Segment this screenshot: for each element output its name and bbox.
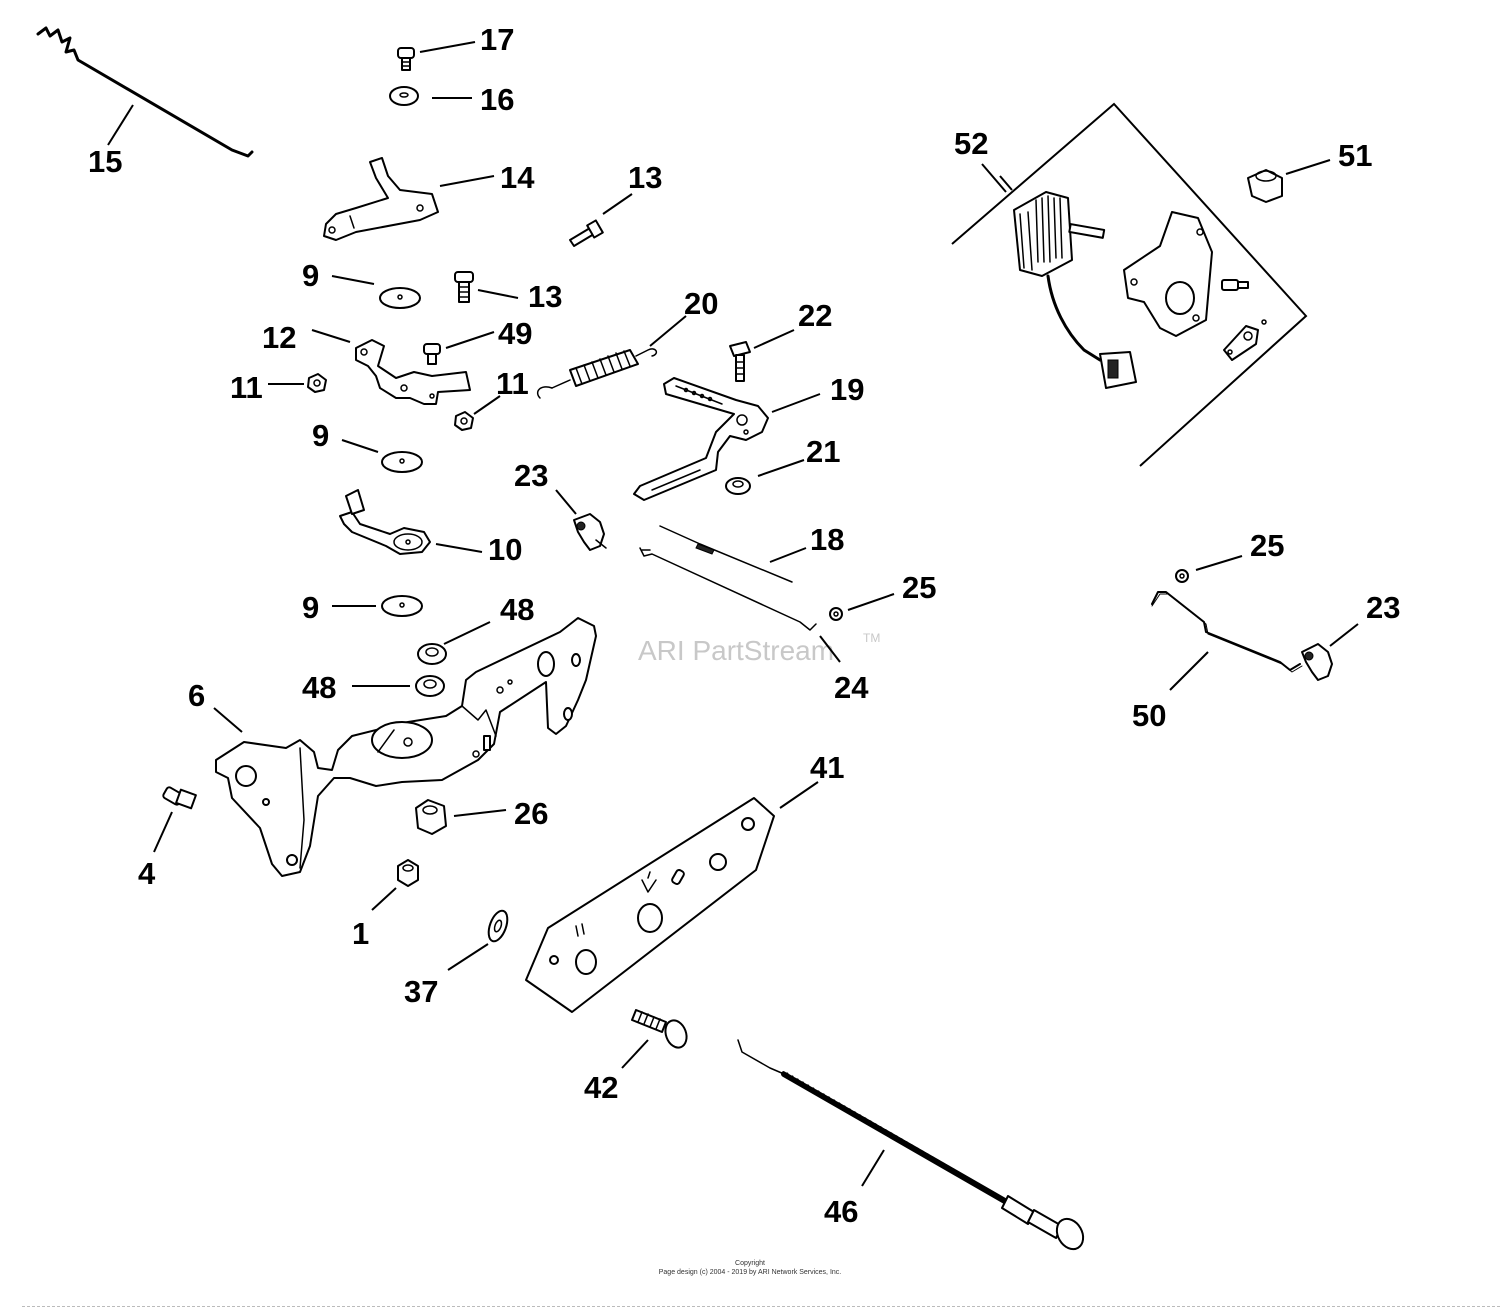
- callout-12: 12: [262, 320, 296, 355]
- callout-26: 26: [514, 796, 548, 831]
- part-49-screw: [423, 343, 441, 365]
- watermark-text: ARI PartStream: [638, 635, 834, 666]
- callout-16: 16: [480, 82, 514, 117]
- callout-23a: 23: [514, 458, 548, 493]
- callout-13a: 13: [628, 160, 662, 195]
- part-50-link-rod: [1151, 591, 1303, 673]
- part-11-nut-a: [307, 373, 327, 393]
- part-42-screw: [631, 1009, 688, 1049]
- callout-52: 52: [954, 126, 988, 161]
- callout-25b: 25: [1250, 528, 1284, 563]
- callout-20: 20: [684, 286, 718, 321]
- callout-19: 19: [830, 372, 864, 407]
- callout-51: 51: [1338, 138, 1372, 173]
- callout-48b: 48: [302, 670, 336, 705]
- part-26-nut: [415, 799, 447, 835]
- watermark-trademark: TM: [863, 631, 880, 645]
- callout-25a: 25: [902, 570, 936, 605]
- callout-49: 49: [498, 316, 532, 351]
- callout-42: 42: [584, 1070, 618, 1105]
- part-20-spring: [536, 348, 658, 399]
- callout-50: 50: [1132, 698, 1166, 733]
- callout-46: 46: [824, 1194, 858, 1229]
- part-23-clip-a: [573, 513, 607, 551]
- callout-9b: 9: [312, 418, 329, 453]
- callout-6: 6: [188, 678, 205, 713]
- callout-14: 14: [500, 160, 535, 195]
- footer-page-design: Page design (c) 2004 - 2019 by ARI Netwo…: [658, 1269, 842, 1276]
- part-15-link-rod: [36, 26, 254, 158]
- callout-9a: 9: [302, 258, 319, 293]
- callout-18: 18: [810, 522, 844, 557]
- part-9-washer-a: [379, 287, 421, 309]
- callout-9c: 9: [302, 590, 319, 625]
- part-52-solenoid-kit: [951, 102, 1308, 467]
- part-51-bushing: [1247, 169, 1283, 203]
- callout-22: 22: [798, 298, 832, 333]
- callout-11a: 11: [230, 370, 263, 405]
- callout-21: 21: [806, 434, 840, 469]
- footer-copyright: Copyright: [735, 1260, 765, 1267]
- bottom-divider: [22, 1306, 1500, 1307]
- part-1-nut: [397, 859, 419, 887]
- part-17-screw: [397, 47, 415, 71]
- part-19-throttle-lever: [633, 377, 769, 501]
- part-9-washer-b: [381, 451, 423, 473]
- part-4-screw: [162, 786, 197, 810]
- part-24-link: [639, 547, 817, 631]
- part-41-control-panel: [525, 797, 775, 1013]
- callout-15: 15: [88, 144, 122, 179]
- part-37-lock-washer: [487, 909, 509, 943]
- part-23-clip-b: [1301, 643, 1333, 681]
- part-12-lever: [355, 339, 471, 405]
- part-22-bolt: [729, 341, 751, 382]
- part-9-washer-c: [381, 595, 423, 617]
- part-13-screw-b: [454, 271, 474, 303]
- callout-10: 10: [488, 532, 522, 567]
- callout-24: 24: [834, 670, 869, 705]
- callout-1: 1: [352, 916, 369, 951]
- part-13-screw-a: [569, 219, 604, 247]
- part-10-plate: [339, 489, 431, 555]
- callout-23b: 23: [1366, 590, 1400, 625]
- callout-11b: 11: [496, 366, 529, 401]
- part-48-washer-a: [417, 643, 447, 665]
- callout-41: 41: [810, 750, 844, 785]
- part-25-nut-b: [1175, 569, 1189, 583]
- callout-4: 4: [138, 856, 156, 891]
- part-18-link: [659, 525, 793, 583]
- part-16-washer: [389, 86, 419, 106]
- callout-48a: 48: [500, 592, 534, 627]
- part-46-choke-cable: [737, 1039, 1085, 1251]
- callout-13b: 13: [528, 279, 562, 314]
- part-48-washer-b: [415, 675, 445, 697]
- part-6-control-bracket: [215, 617, 597, 877]
- callout-17: 17: [480, 22, 514, 57]
- part-21-nut: [725, 477, 751, 495]
- part-14-governor-lever: [323, 157, 439, 241]
- part-25-nut-a: [829, 607, 843, 621]
- callout-37: 37: [404, 974, 438, 1009]
- part-11-nut-b: [454, 411, 474, 431]
